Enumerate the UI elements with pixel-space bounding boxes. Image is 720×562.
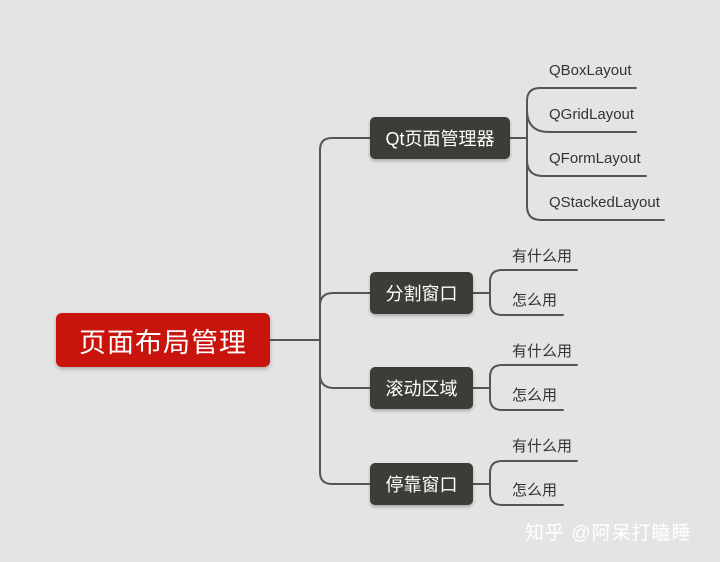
branch-connector-2 (319, 292, 371, 307)
topic-label: 滚动区域 (385, 379, 458, 399)
leaf-qformlayout: QFormLayout (549, 150, 641, 167)
topic-dock-window: 停靠窗口 (370, 463, 473, 505)
topic-splitter-window: 分割窗口 (370, 272, 473, 314)
branch-connector-3 (319, 373, 371, 389)
leaf-how-to-use: 怎么用 (512, 292, 558, 309)
leaf-how-to-use: 怎么用 (512, 482, 558, 499)
topic3-leaf-bracket (489, 364, 578, 411)
leaf-qstackedlayout: QStackedLayout (549, 194, 660, 211)
topic-scroll-area: 滚动区域 (370, 367, 473, 409)
leaf-what-for: 有什么用 (512, 248, 573, 265)
topic2-leaf-bracket (489, 269, 578, 316)
topic1-leaf-line-3 (526, 159, 647, 177)
topic1-leaf-bracket (526, 87, 665, 221)
topic-label: Qt页面管理器 (385, 129, 495, 149)
leaf-qboxlayout: QBoxLayout (549, 62, 632, 79)
topic-label: 停靠窗口 (385, 475, 458, 495)
root-label: 页面布局管理 (79, 327, 247, 358)
leaf-what-for: 有什么用 (512, 438, 573, 455)
watermark: 知乎 @阿呆打瞌睡 (525, 523, 692, 544)
trunk-connector (319, 137, 371, 485)
topic-label: 分割窗口 (385, 284, 458, 304)
leaf-qgridlayout: QGridLayout (549, 106, 635, 123)
topic1-leaf-line-2 (526, 109, 637, 133)
topic4-leaf-bracket (489, 460, 578, 506)
leaf-how-to-use: 怎么用 (512, 387, 558, 404)
leaf-what-for: 有什么用 (512, 343, 573, 360)
topic-qt-layout-manager: Qt页面管理器 (370, 117, 510, 159)
root-node: 页面布局管理 (56, 313, 270, 367)
